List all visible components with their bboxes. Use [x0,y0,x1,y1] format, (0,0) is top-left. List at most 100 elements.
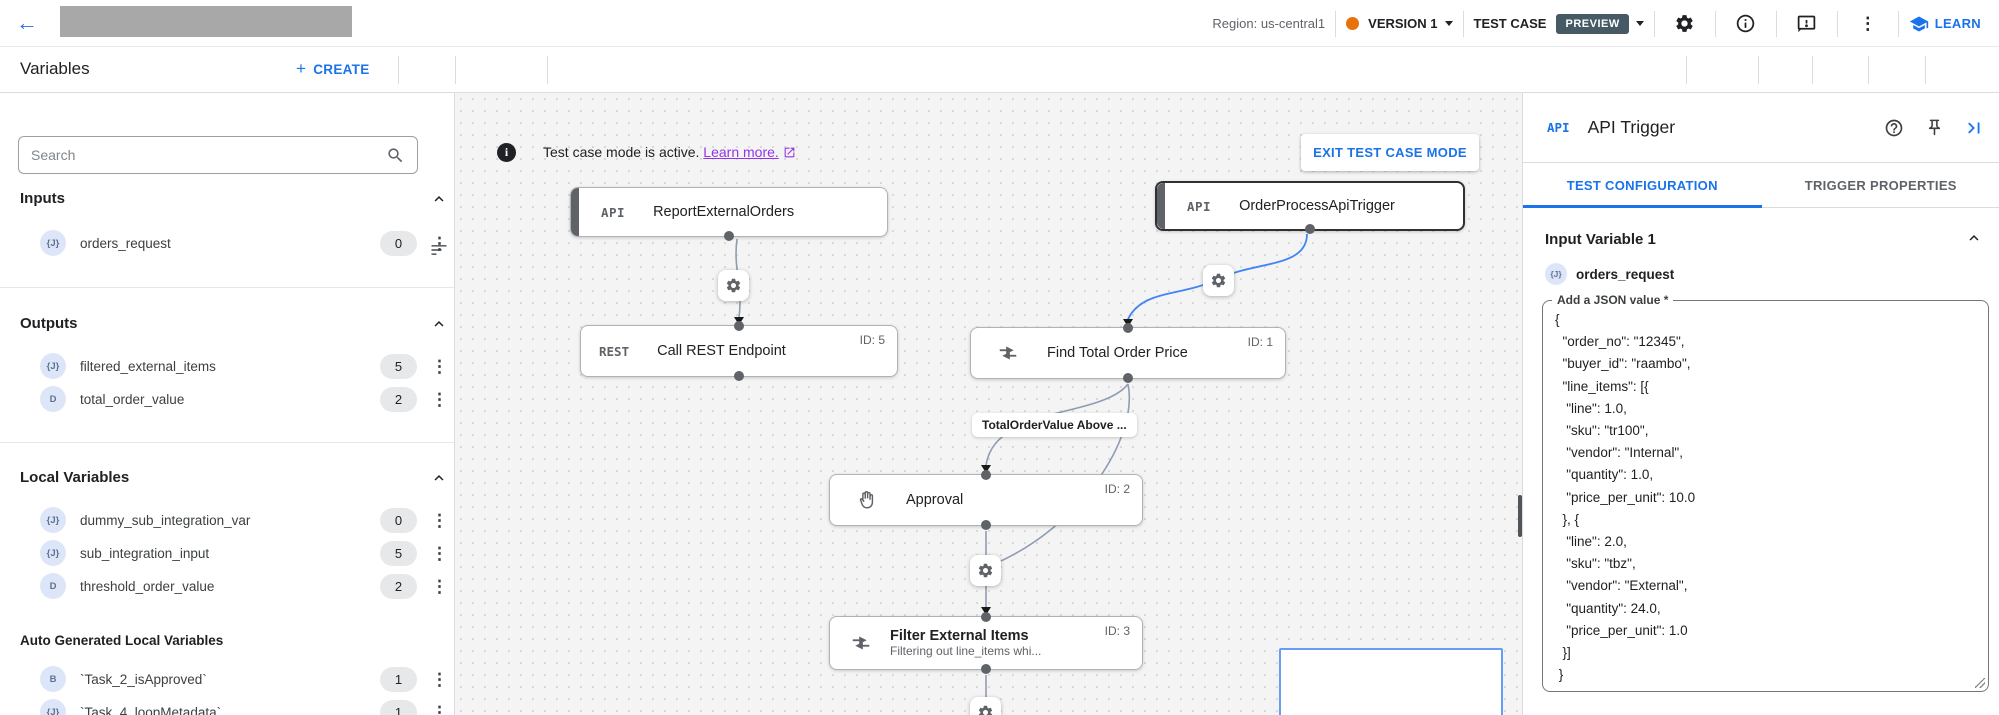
edge-condition-label[interactable]: TotalOrderValue Above ... [972,413,1137,437]
rest-task-icon: REST [599,343,630,359]
usage-count-badge: 1 [380,666,417,692]
version-selector[interactable]: VERSION 1 [1368,16,1438,31]
version-status-dot [1346,17,1360,30]
output-port[interactable] [981,664,991,674]
more-vert-icon[interactable]: ⋮ [1859,13,1877,33]
node-call-rest-endpoint[interactable]: REST Call REST Endpoint ID: 5 [580,321,898,381]
output-port[interactable] [1305,224,1315,234]
pin-icon[interactable] [1914,108,1954,148]
data-mapping-icon [852,636,870,650]
section-inputs: Inputs [20,190,65,207]
section-auto-generated: Auto Generated Local Variables [20,633,224,648]
task-id: ID: 1 [1247,335,1273,349]
tab-trigger-properties[interactable]: TRIGGER PROPERTIES [1804,177,1957,193]
search-input[interactable] [31,147,386,163]
learn-link[interactable]: LEARN [1909,14,1981,34]
output-port[interactable] [734,371,744,381]
edge-settings-gear-icon[interactable] [970,697,1001,715]
create-button[interactable]: + CREATE [296,59,370,78]
variable-row[interactable]: {J} dummy_sub_integration_var 0 ⋮ [40,505,448,535]
panel-tabs: TEST CONFIGURATION TRIGGER PROPERTIES [1523,163,1999,208]
exit-test-case-mode-button[interactable]: EXIT TEST CASE MODE [1301,134,1479,171]
output-port[interactable] [981,520,991,530]
node-order-process-api-trigger[interactable]: API OrderProcessApiTrigger [1155,181,1465,234]
input-port[interactable] [734,321,744,331]
banner-info-icon: i [497,143,516,162]
input-port[interactable] [1123,323,1133,333]
learn-more-link[interactable]: Learn more. [703,144,779,160]
chevron-down-icon [1444,21,1453,26]
approval-hand-icon [859,491,874,509]
edge-settings-gear-icon[interactable] [1203,265,1234,296]
usage-count-badge: 0 [380,230,417,256]
more-vert-icon[interactable]: ⋮ [431,702,448,715]
top-header: ← Region: us-central1 VERSION 1 TEST CAS… [0,0,1999,47]
panel-variable: {J} orders_request [1545,263,1674,285]
chevron-up-icon[interactable] [1965,229,1983,247]
variable-row[interactable]: {J} `Task_4_loopMetadata` 1 ⋮ [40,697,448,715]
canvas-scrollbar[interactable] [1518,495,1522,537]
node-report-external-orders[interactable]: API ReportExternalOrders [570,187,888,241]
preview-badge[interactable]: PREVIEW [1556,13,1629,34]
settings-gear-icon[interactable] [1665,0,1705,47]
more-vert-icon[interactable]: ⋮ [431,233,448,253]
variable-row[interactable]: D threshold_order_value 2 ⋮ [40,571,448,601]
usage-count-badge: 2 [380,573,417,599]
variable-row[interactable]: {J} orders_request 0 ⋮ [40,228,448,258]
variable-row[interactable]: B `Task_2_isApproved` 1 ⋮ [40,664,448,694]
api-trigger-config-panel: API API Trigger TEST CONFIGURATION TRIGG… [1522,93,1999,715]
back-arrow-icon[interactable]: ← [16,10,38,35]
more-vert-icon[interactable]: ⋮ [431,510,448,530]
collapse-right-panel-icon[interactable] [1954,108,1994,148]
panel-title: API Trigger [1587,117,1676,137]
task-id: ID: 2 [1104,482,1130,496]
boolean-type-icon: B [40,666,66,692]
more-vert-icon[interactable]: ⋮ [431,669,448,689]
external-link-icon [784,147,795,158]
chevron-up-icon[interactable] [430,469,448,487]
node-find-total-order-price[interactable]: Find Total Order Price ID: 1 [970,323,1286,383]
input-port[interactable] [981,470,991,480]
output-port[interactable] [1123,373,1133,383]
edge-settings-gear-icon[interactable] [718,270,749,301]
json-type-icon: {J} [40,230,66,256]
chevron-up-icon[interactable] [430,190,448,208]
flow-canvas[interactable]: i Test case mode is active. Learn more. … [455,93,1522,715]
usage-count-badge: 0 [380,507,417,533]
input-variable-section-title: Input Variable 1 [1545,231,1656,248]
info-icon[interactable] [1726,0,1766,47]
more-vert-icon[interactable]: ⋮ [431,389,448,409]
variable-row[interactable]: D total_order_value 2 ⋮ [40,384,448,414]
feedback-icon[interactable] [1787,0,1827,47]
node-filter-external-items[interactable]: Filter External Items Filtering out line… [829,612,1143,674]
task-subtitle: Filtering out line_items whi... [890,644,1042,658]
more-vert-icon[interactable]: ⋮ [431,576,448,596]
data-mapping-icon [999,346,1017,360]
chevron-up-icon[interactable] [430,315,448,333]
json-type-icon: {J} [1545,263,1567,285]
edge-settings-gear-icon[interactable] [970,555,1001,586]
api-trigger-icon: API [1547,120,1570,135]
output-port[interactable] [724,231,734,241]
usage-count-badge: 5 [380,353,417,379]
node-approval[interactable]: Approval ID: 2 [829,470,1143,530]
page-title: Variables [20,59,90,78]
resize-handle-icon[interactable] [1975,678,1985,688]
api-trigger-icon: API [1187,198,1212,214]
json-value-textarea[interactable]: { "order_no": "12345", "buyer_id": "raam… [1555,312,1696,683]
double-type-icon: D [40,573,66,599]
input-port[interactable] [981,612,991,622]
variable-row[interactable]: {J} sub_integration_input 5 ⋮ [40,538,448,568]
plus-icon: + [296,59,307,78]
search-icon [388,147,403,162]
more-vert-icon[interactable]: ⋮ [431,543,448,563]
search-box[interactable] [18,136,418,174]
help-icon[interactable] [1874,108,1914,148]
selection-rectangle [1279,648,1503,715]
test-mode-banner: Test case mode is active. Learn more. [543,144,796,160]
variable-row[interactable]: {J} filtered_external_items 5 ⋮ [40,351,448,381]
tab-test-configuration[interactable]: TEST CONFIGURATION [1523,163,1762,208]
more-vert-icon[interactable]: ⋮ [431,356,448,376]
redacted-title [60,6,352,37]
sort-icon[interactable] [427,238,451,262]
